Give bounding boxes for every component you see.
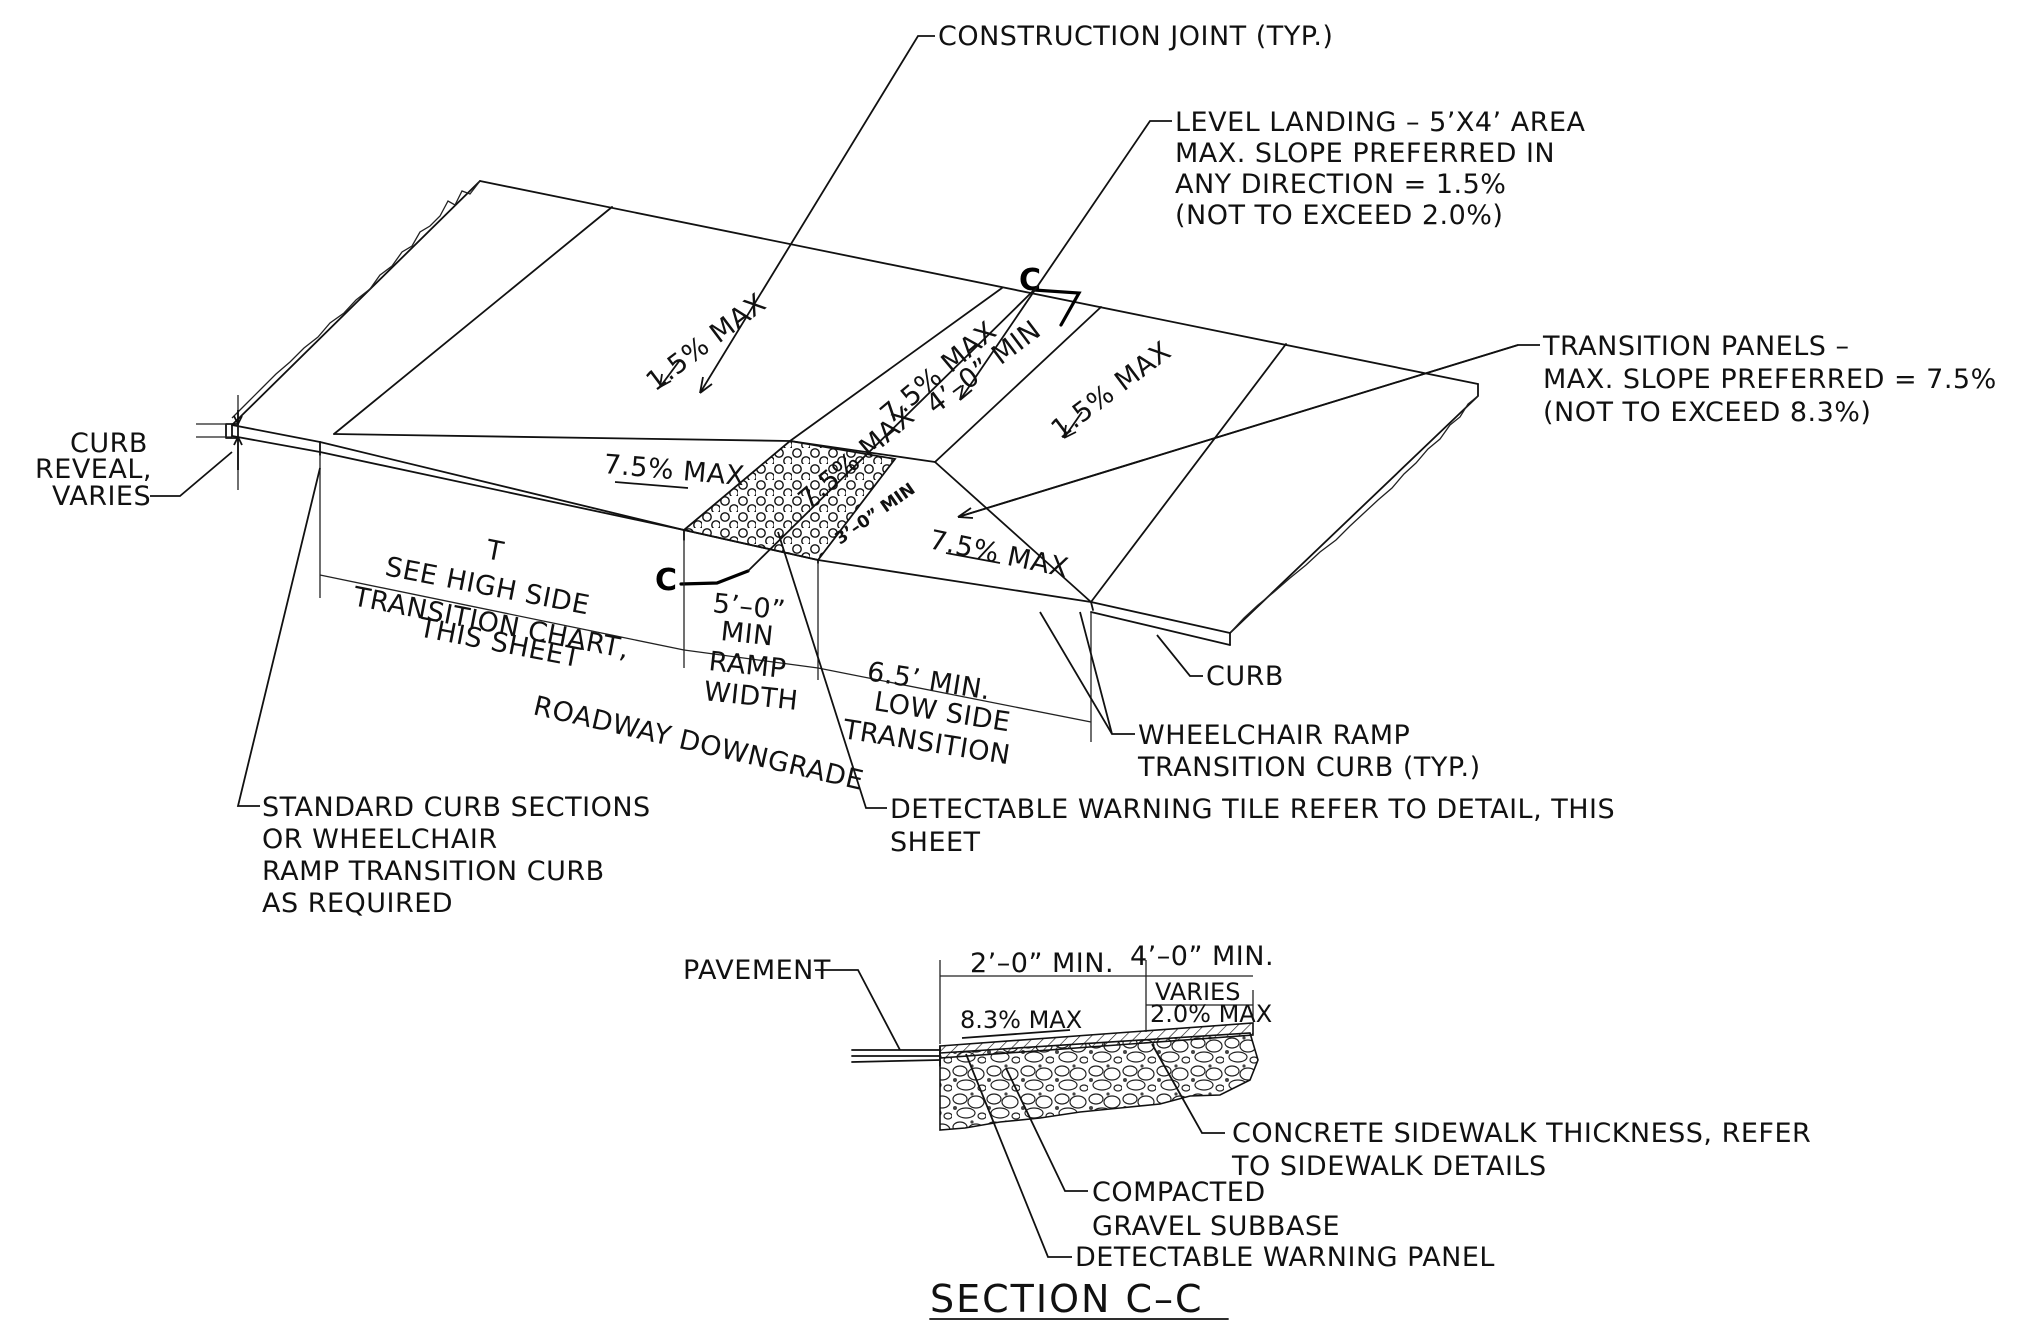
arrow-transition-panels	[957, 507, 974, 519]
gravel-subbase	[939, 1032, 1259, 1131]
callout-curb-reveal-line2: REVEAL,	[35, 454, 152, 485]
leader-wheelchair-curb-2	[1079, 611, 1113, 735]
callout-level-landing-line4: (NOT TO EXCEED 2.0%)	[1175, 200, 1503, 231]
leader-pavement	[815, 969, 901, 1051]
high-side-t: T	[483, 534, 507, 568]
dim-line-high-side	[319, 574, 685, 651]
section-gravel-line1: COMPACTED	[1092, 1177, 1266, 1208]
callout-curb-reveal-line3: VARIES	[52, 481, 151, 512]
joint-right	[1090, 343, 1287, 603]
leader-concrete	[1151, 1043, 1225, 1134]
section-line	[747, 289, 1035, 572]
section-dim-left: 2’–0” MIN.	[970, 948, 1114, 979]
right-transition-top	[1090, 601, 1094, 611]
dim-line-ramp-width	[683, 649, 819, 669]
leader-wheelchair-curb	[1039, 611, 1135, 735]
slope-arrow-left-transition	[614, 481, 689, 489]
joint-left	[333, 206, 613, 435]
section-varies: VARIES	[1155, 978, 1240, 1006]
section-slope-right: 2.0% MAX	[1150, 1000, 1272, 1028]
section-c-c: 2’–0” MIN. 4’–0” MIN. VARIES 8.3% MAX 2.…	[683, 941, 1811, 1321]
ramp-width-line2: MIN	[719, 616, 775, 652]
callout-standard-curb-line4: AS REQUIRED	[262, 888, 453, 919]
section-cut-top	[1032, 288, 1082, 327]
right-transition-slope	[934, 461, 1092, 603]
section-pavement: PAVEMENT	[683, 955, 831, 986]
callout-curb-reveal-line1: CURB	[70, 428, 148, 459]
curb-reveal-dim	[196, 395, 239, 490]
leader-detectable-tile	[777, 531, 887, 809]
callout-transition-panels-line1: TRANSITION PANELS –	[1542, 331, 1849, 362]
callout-wheelchair-curb-line1: WHEELCHAIR RAMP	[1138, 720, 1410, 751]
roadway-downgrade: ROADWAY DOWNGRADE	[530, 691, 866, 797]
break-line-left	[231, 180, 481, 419]
slope-right-transition: 7.5% MAX	[927, 525, 1072, 585]
curb-reveal-arrow-down	[233, 410, 243, 427]
left-transition-bottom	[319, 451, 685, 531]
section-cut-bottom	[679, 569, 750, 586]
ramp-width-line4: WIDTH	[702, 676, 799, 717]
section-panel: DETECTABLE WARNING PANEL	[1075, 1242, 1495, 1273]
curb-front-top-left	[231, 424, 321, 443]
section-concrete-line1: CONCRETE SIDEWALK THICKNESS, REFER	[1232, 1118, 1811, 1149]
callout-detectable-tile-line2: SHEET	[890, 827, 981, 858]
left-transition-front	[319, 441, 685, 531]
section-mark-bottom: C	[655, 563, 677, 598]
slope-arrow-upper-left	[659, 359, 681, 388]
callout-wheelchair-curb-line2: TRANSITION CURB (TYP.)	[1137, 752, 1481, 783]
leader-transition-panels-2	[957, 344, 1519, 518]
callout-transition-panels-line2: MAX. SLOPE PREFERRED = 7.5%	[1543, 364, 1997, 395]
joint-landing-left	[789, 287, 1003, 442]
leader-standard-curb	[236, 467, 321, 807]
curb-front-top-right	[1090, 601, 1231, 634]
slab-left-end	[231, 180, 481, 426]
slope-left-transition: 7.5% MAX	[602, 449, 746, 492]
leader-curb-reveal	[150, 451, 233, 497]
callout-curb: CURB	[1206, 661, 1284, 692]
section-concrete-line2: TO SIDEWALK DETAILS	[1231, 1151, 1547, 1182]
section-gravel-line2: GRAVEL SUBBASE	[1092, 1211, 1340, 1242]
leader-transition-panels	[957, 344, 1540, 518]
ramp-front-edge	[683, 529, 819, 561]
leader-panel	[965, 1053, 1072, 1258]
callout-standard-curb-line1: STANDARD CURB SECTIONS	[262, 792, 651, 823]
callout-level-landing-line3: ANY DIRECTION = 1.5%	[1175, 169, 1506, 200]
leader-level-landing	[959, 120, 1172, 401]
callout-construction-joint: CONSTRUCTION JOINT (TYP.)	[938, 21, 1333, 52]
leader-gravel	[1005, 1067, 1088, 1192]
curb-reveal-arrow-up	[233, 434, 243, 470]
section-slope-arrow-left	[961, 1029, 1071, 1039]
arrow-level-landing	[959, 384, 973, 401]
slope-arrow-right-transition	[945, 552, 1001, 564]
pavement-line-3	[851, 1059, 941, 1063]
left-transition-top	[333, 433, 791, 442]
leader-construction-joint	[699, 35, 935, 394]
callout-level-landing-line2: MAX. SLOPE PREFERRED IN	[1175, 138, 1555, 169]
leader-curb	[1156, 634, 1203, 677]
plan-dimensions: T SEE HIGH SIDE TRANSITION CHART, THIS S…	[319, 455, 1092, 797]
callout-level-landing-line1: LEVEL LANDING – 5’X4’ AREA	[1175, 107, 1586, 138]
slope-arrow-upper-right	[1063, 411, 1083, 439]
curb-front-bottom-right	[1090, 611, 1231, 646]
callout-standard-curb-line2: OR WHEELCHAIR	[262, 824, 498, 855]
right-transition-front	[817, 559, 1092, 603]
callout-detectable-tile-line1: DETECTABLE WARNING TILE REFER TO DETAIL,…	[890, 794, 1615, 825]
joint-landing-right	[934, 306, 1102, 463]
ramp-width-line1: 5’–0”	[711, 588, 787, 626]
curb-front-bottom-left	[231, 435, 321, 453]
ramp-top-edge	[789, 440, 936, 463]
section-slope-left: 8.3% MAX	[960, 1006, 1082, 1034]
arrow-construction-joint	[699, 376, 713, 394]
break-line-right	[1229, 395, 1479, 634]
dim-line-low-side	[817, 667, 1092, 723]
callouts: CONSTRUCTION JOINT (TYP.) LEVEL LANDING …	[35, 21, 1997, 919]
section-dim-right: 4’–0” MIN.	[1130, 941, 1274, 972]
callout-transition-panels-line3: (NOT TO EXCEED 8.3%)	[1543, 397, 1871, 428]
section-title: SECTION C–C	[930, 1277, 1204, 1321]
slab-back-edge	[479, 180, 1479, 385]
callout-standard-curb-line3: RAMP TRANSITION CURB	[262, 856, 605, 887]
